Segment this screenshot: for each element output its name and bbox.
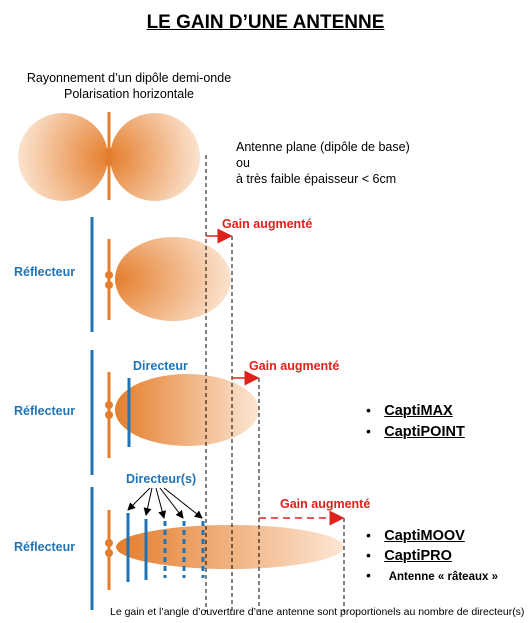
director-pointer-arrows <box>127 487 203 519</box>
product-item-captimax: • CaptiMAX <box>366 400 465 421</box>
product-name: CaptiPRO <box>384 548 452 564</box>
dipole-caption-line2: Polarisation horizontale <box>64 87 194 101</box>
director-antenna <box>90 350 259 475</box>
flat-caption-line1: Antenne plane (dipôle de base) <box>236 140 410 154</box>
flat-caption-line2: ou <box>236 156 250 170</box>
reflector-label-2: Réflecteur <box>14 404 76 418</box>
dipole-caption: Rayonnement d’un dipôle demi-onde Polari… <box>0 70 258 102</box>
bullet-icon: • <box>366 527 371 543</box>
product-name: CaptiMOOV <box>384 528 465 544</box>
gain-label-3: Gain augmenté <box>280 497 371 511</box>
reflector-antenna <box>90 217 231 332</box>
director-label: Directeur <box>133 359 188 373</box>
product-item-rateaux: • Antenne « râteaux » <box>366 566 498 587</box>
bullet-icon: • <box>366 423 371 439</box>
director-feed-top <box>105 401 113 409</box>
gain-label-1: Gain augmenté <box>222 217 313 231</box>
yagi-feed-bottom <box>105 549 113 557</box>
dipole-pattern <box>18 112 200 201</box>
director-feed-bottom <box>105 411 113 419</box>
director-lobe <box>115 374 259 446</box>
reflector-label-3: Réflecteur <box>14 540 76 554</box>
flat-caption-line3: à très faible épaisseur < 6cm <box>236 172 397 186</box>
bullet-icon: • <box>366 402 371 418</box>
dipole-lobe-right <box>110 113 200 201</box>
directors-label: Directeur(s) <box>126 472 197 486</box>
dipole-lobe-left <box>18 113 108 201</box>
diagram-title: LE GAIN D’UNE ANTENNE <box>146 12 385 33</box>
reflector-feed-bottom <box>105 281 113 289</box>
dipole-caption-line1: Rayonnement d’un dipôle demi-onde <box>26 71 232 85</box>
flat-antenna-caption: Antenne plane (dipôle de base) ou à très… <box>236 139 410 187</box>
product-name: CaptiPOINT <box>384 424 465 440</box>
gain-label-2: Gain augmenté <box>249 359 340 373</box>
product-item-captimoov: • CaptiMOOV <box>366 526 498 546</box>
yagi-lobe <box>116 525 344 569</box>
product-list-a: • CaptiMAX • CaptiPOINT <box>366 400 465 442</box>
reflector-label-1: Réflecteur <box>14 265 76 279</box>
product-name: CaptiMAX <box>384 403 453 419</box>
dipole-feed-top <box>105 148 113 156</box>
product-item-captipro: • CaptiPRO <box>366 546 498 566</box>
footer-note: Le gain et l’angle d’ouverture d’une ant… <box>110 606 525 618</box>
product-list-b: • CaptiMOOV • CaptiPRO • Antenne « râtea… <box>366 526 498 587</box>
yagi-feed-top <box>105 539 113 547</box>
reflector-feed-top <box>105 271 113 279</box>
yagi-antenna <box>90 487 344 610</box>
bullet-icon: • <box>366 547 371 563</box>
product-note: Antenne « râteaux » <box>388 571 498 583</box>
dipole-feed-bottom <box>105 158 113 166</box>
bullet-icon: • <box>366 567 371 583</box>
reflector-lobe <box>115 237 231 321</box>
gain-guide-lines <box>205 155 345 612</box>
product-item-captipoint: • CaptiPOINT <box>366 421 465 442</box>
